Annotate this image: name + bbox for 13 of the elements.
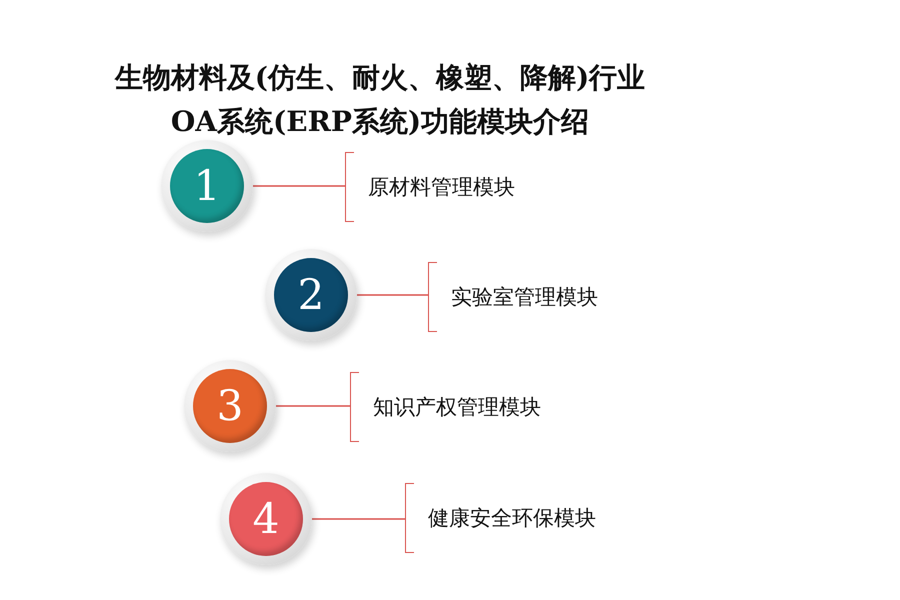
number-circle: 4: [220, 473, 312, 565]
connector-line: [312, 518, 405, 520]
number-circle: 3: [184, 360, 276, 452]
title: 生物材料及(仿生、耐火、橡塑、降解)行业OA系统(ERP系统)功能模块介绍: [113, 60, 646, 140]
module-label: 知识产权管理模块: [350, 372, 541, 442]
connector-line: [357, 294, 428, 296]
connector-line: [253, 185, 345, 187]
module-label: 实验室管理模块: [428, 262, 598, 332]
module-label: 原材料管理模块: [345, 152, 515, 222]
module-label: 健康安全环保模块: [405, 483, 596, 553]
connector-line: [276, 405, 350, 407]
number-circle: 2: [265, 249, 357, 341]
number-circle: 1: [161, 140, 253, 232]
